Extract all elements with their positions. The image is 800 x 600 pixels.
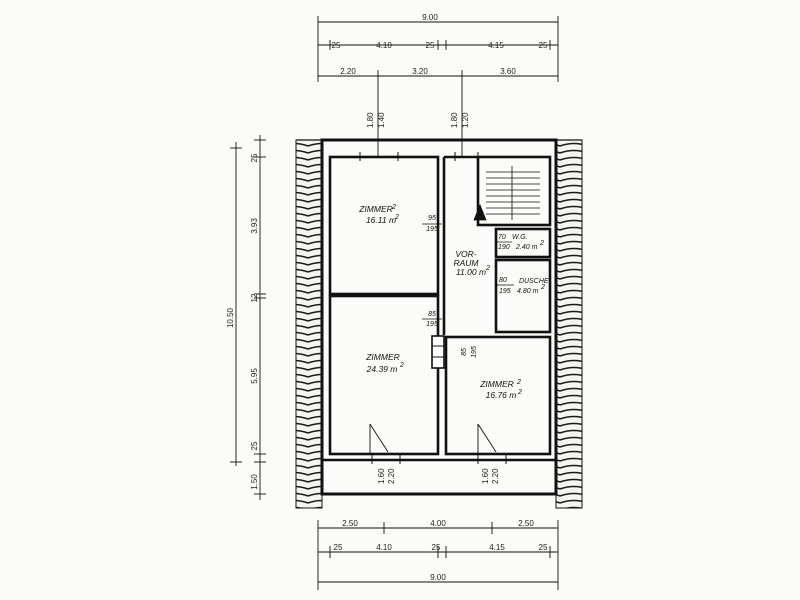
chimney	[431, 335, 445, 369]
window-bottom-left-b: 2.20	[387, 468, 396, 484]
zimmer-right-area-sup: 2	[517, 389, 522, 396]
window-top-right-a: 1.80	[450, 112, 459, 128]
zimmer-top-sup: 2	[391, 204, 396, 211]
dim-bottom-r2-0: 25	[334, 543, 343, 552]
dim-top-r1-2: 25	[426, 41, 435, 50]
zimmer-top-area: 16.11 m	[366, 215, 396, 225]
dim-left-2: 12	[250, 293, 259, 302]
room-wc: W.G. 2.40 m 2	[512, 234, 544, 251]
zimmer-right-name: ZIMMER	[479, 379, 514, 389]
left-dimension-chain	[230, 135, 266, 500]
dim-bottom-r2-4: 25	[539, 543, 548, 552]
dim-top-r1-1: 4.10	[376, 41, 392, 50]
window-top-right-b: 1.20	[461, 112, 470, 128]
window-marks	[359, 152, 507, 464]
dim-top-r2-2: 3.60	[500, 67, 516, 76]
dim-bottom-r1-0: 2.50	[342, 519, 358, 528]
dim-top-total: 9.00	[422, 13, 438, 22]
dim-top-r1-3: 4.15	[488, 41, 504, 50]
window-bottom-right-a: 1.60	[481, 468, 490, 484]
dim-left-5: 1.50	[250, 474, 259, 490]
dim-top-r1-0: 25	[332, 41, 341, 50]
dim-left-3: 5.95	[250, 368, 259, 384]
dim-bottom-r2-2: 25	[432, 543, 441, 552]
zimmer-top-area-sup: 2	[394, 214, 399, 221]
room-vorraum: VOR- RAUM 11.00 m 2	[453, 249, 490, 277]
dim-bottom-total: 9.00	[430, 573, 446, 582]
dim-left-total: 10.50	[226, 307, 235, 328]
bottom-dimension-chain	[317, 520, 559, 590]
svg-text:190: 190	[498, 244, 510, 251]
door-mark-d3: 85 195	[461, 346, 478, 358]
dim-top-r1-4: 25	[539, 41, 548, 50]
svg-text:70: 70	[498, 234, 506, 241]
vorraum-name2: RAUM	[453, 258, 479, 268]
window-top-left-b: 1.40	[377, 112, 386, 128]
roof-hatch-right	[555, 139, 583, 509]
door-mark-d1: 95 195	[422, 215, 442, 233]
wc-area: 2.40 m	[515, 244, 538, 251]
zimmer-left-area-sup: 2	[399, 362, 404, 369]
interior-walls	[328, 155, 552, 456]
dim-bottom-r1-1: 4.00	[430, 519, 446, 528]
dim-top-r2-0: 2.20	[340, 67, 356, 76]
svg-text:80: 80	[499, 277, 507, 284]
window-bottom-left-a: 1.60	[377, 468, 386, 484]
dim-top-r2-1: 3.20	[412, 67, 428, 76]
room-zimmer-right: ZIMMER 2 16.76 m 2	[479, 379, 522, 400]
svg-text:195: 195	[426, 321, 438, 328]
dusche-area: 4.80 m	[517, 288, 539, 295]
dusche-name: DUSCHE	[519, 278, 549, 285]
svg-text:195: 195	[426, 226, 438, 233]
dim-bottom-r2-3: 4.15	[489, 543, 505, 552]
zimmer-right-sup: 2	[516, 379, 521, 386]
dim-left-4: 25	[250, 441, 259, 450]
svg-text:85: 85	[428, 311, 436, 318]
room-dusche: DUSCHE 4.80 m 2	[517, 278, 549, 295]
door-swings	[369, 423, 497, 455]
zimmer-right-area: 16.76 m	[486, 390, 517, 400]
wc-name: W.G.	[512, 234, 528, 241]
svg-text:95: 95	[428, 215, 436, 222]
zimmer-left-name: ZIMMER	[365, 352, 400, 362]
top-dimension-chain	[317, 16, 559, 157]
roof-hatch-left	[295, 139, 323, 509]
door-mark-d2: 85 195	[422, 311, 442, 328]
door-mark-wc: 70 190	[496, 234, 512, 251]
vorraum-area: 11.00 m	[456, 267, 486, 277]
window-bottom-right-b: 2.20	[491, 468, 500, 484]
vorraum-name1: VOR-	[455, 249, 476, 259]
wc-area-sup: 2	[539, 240, 544, 247]
dim-left-0: 25	[250, 153, 259, 162]
dim-bottom-r2-1: 4.10	[376, 543, 392, 552]
vorraum-area-sup: 2	[485, 265, 490, 272]
zimmer-top-name: ZIMMER	[358, 204, 393, 214]
room-zimmer-left: ZIMMER 24.39 m 2	[365, 352, 404, 374]
dusche-area-sup: 2	[540, 284, 545, 291]
dim-bottom-r1-2: 2.50	[518, 519, 534, 528]
svg-text:85: 85	[461, 348, 468, 356]
dim-left-1: 3.93	[250, 218, 259, 234]
room-zimmer-top: ZIMMER 2 16.11 m 2	[358, 204, 399, 225]
svg-text:195: 195	[499, 288, 511, 295]
zimmer-left-area: 24.39 m	[366, 364, 398, 374]
door-mark-dusche: 80 195	[496, 277, 514, 295]
outer-walls	[296, 138, 582, 496]
staircase	[473, 166, 540, 221]
svg-text:195: 195	[471, 346, 478, 358]
window-top-left-a: 1.80	[366, 112, 375, 128]
